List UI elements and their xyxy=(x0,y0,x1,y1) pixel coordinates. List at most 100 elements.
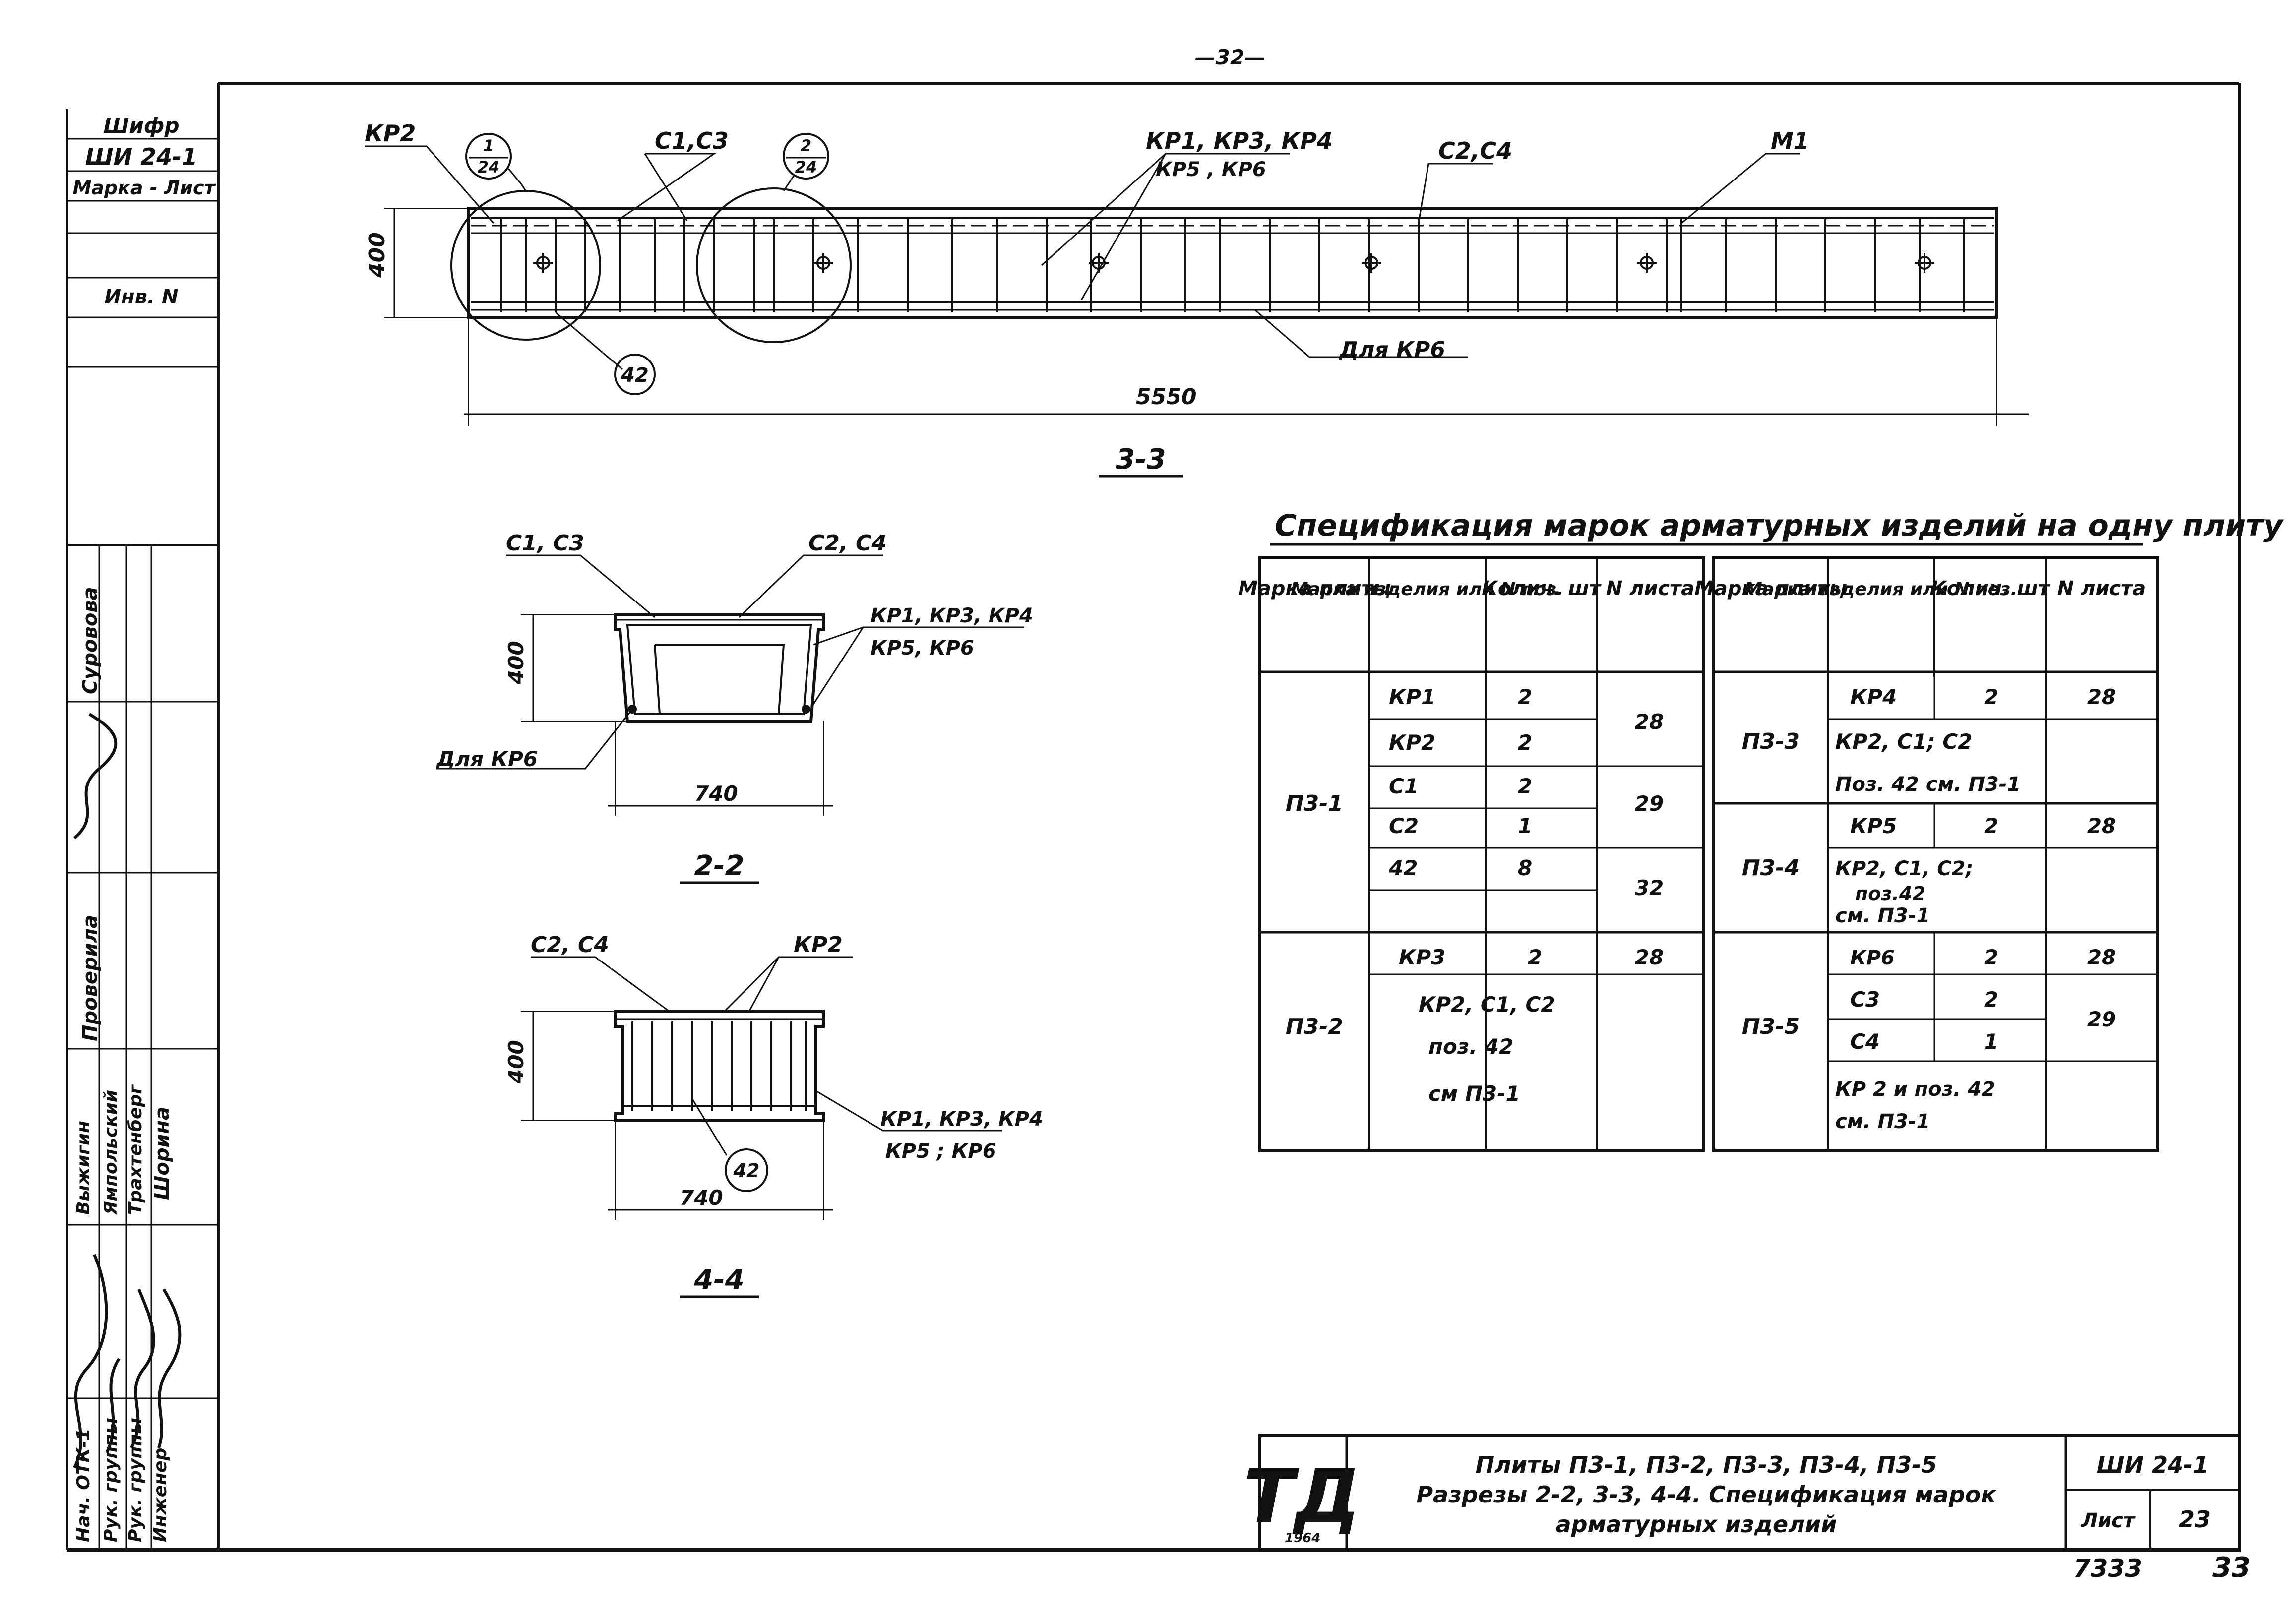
name-4: Шорина xyxy=(151,1107,174,1200)
svg-text:ТД: ТД xyxy=(1243,1454,1361,1540)
spec-p35-qty-2: 2 xyxy=(1984,987,1998,1012)
sheet-frame xyxy=(66,82,2241,1552)
cipher-label: Шифр xyxy=(103,114,179,138)
spec-left-header-sheet: N листа xyxy=(1606,577,1695,600)
s22-height-dim: 400 xyxy=(504,641,528,685)
s44-title: 4-4 xyxy=(693,1264,744,1296)
spec-p31-item-3: С1 xyxy=(1389,774,1419,798)
footer-left-num: 7333 xyxy=(2073,1554,2142,1583)
s44-height-dim: 400 xyxy=(504,1040,528,1084)
spec-p31-qty-4: 1 xyxy=(1518,814,1532,838)
s22-label-kr-group2: КР5, КР6 xyxy=(870,637,974,660)
name-1: Выжигин xyxy=(73,1121,94,1215)
s44-label-kr-group: КР1, КР3, КР4 xyxy=(880,1108,1043,1131)
s44-label-kr2: КР2 xyxy=(794,932,843,958)
spec-right-header-qty: Колич. шт xyxy=(1930,577,2051,600)
svg-text:2: 2 xyxy=(801,136,811,155)
s33-callout-42: 42 xyxy=(614,354,656,395)
spec-right-header-plate: Марка плиты xyxy=(1694,577,1847,600)
role-label-4: Инженер xyxy=(150,1448,171,1542)
s33-label-kr-group: КР1, КР3, КР4 xyxy=(1146,127,1333,154)
spec-title: Спецификация марок арматурных изделий на… xyxy=(1275,508,2284,543)
svg-text:24: 24 xyxy=(478,158,500,177)
s44-label-c2c4: С2, С4 xyxy=(531,932,609,958)
s33-length-dim: 5550 xyxy=(1136,384,1196,410)
spec-p31-sheet-1: 28 xyxy=(1635,710,1664,734)
spec-p35-qty-3: 1 xyxy=(1984,1029,1998,1054)
svg-text:1: 1 xyxy=(483,136,494,155)
spec-p31-item-4: С2 xyxy=(1389,814,1419,838)
spec-p33-qty-1: 2 xyxy=(1984,685,1998,709)
spec-p32-note-2: поз. 42 xyxy=(1428,1034,1513,1059)
title-line-1: Плиты П3-1, П3-2, П3-3, П3-4, П3-5 xyxy=(1476,1451,1937,1478)
title-year: 1964 xyxy=(1285,1531,1320,1546)
footer-right-num: 33 xyxy=(2212,1552,2251,1584)
spec-p34-note-2: поз.42 xyxy=(1855,883,1925,904)
s33-label-kr-group2: КР5 , КР6 xyxy=(1156,158,1266,181)
spec-p33-note-2: Поз. 42 см. П3-1 xyxy=(1835,773,2021,796)
spec-p34-label: П3-4 xyxy=(1742,855,1800,881)
title-sheet-no: 23 xyxy=(2179,1506,2211,1533)
spec-p31-sheet-2: 29 xyxy=(1635,791,1664,816)
spec-left-header-qty: Колич. шт xyxy=(1482,577,1602,600)
signature-marks xyxy=(73,713,182,1469)
spec-p31-item-5: 42 xyxy=(1388,856,1418,880)
spec-p35-note-1: КР 2 и поз. 42 xyxy=(1835,1078,1995,1101)
title-code: ШИ 24-1 xyxy=(2097,1451,2209,1478)
title-line-3: арматурных изделий xyxy=(1556,1511,1837,1538)
spec-p31-qty-5: 8 xyxy=(1518,856,1532,880)
spec-p31-qty-1: 2 xyxy=(1518,685,1532,709)
spec-p35-label: П3-5 xyxy=(1742,1014,1800,1039)
spec-p31-item-2: КР2 xyxy=(1389,730,1435,755)
spec-p31-sheet-3: 32 xyxy=(1635,876,1664,900)
spec-p33-label: П3-3 xyxy=(1742,729,1800,754)
s44-width-dim: 740 xyxy=(680,1186,723,1210)
section-3-3-drawing xyxy=(365,145,2029,426)
spec-p32-item-1: КР3 xyxy=(1399,945,1445,969)
spec-right-header-sheet: N листа xyxy=(2057,577,2146,600)
spec-p35-sheet-23: 29 xyxy=(2087,1007,2116,1031)
s22-label-kr-group: КР1, КР3, КР4 xyxy=(870,604,1033,627)
s33-callout-2-24: 2 24 xyxy=(783,133,829,191)
s33-label-c1c3: С1,С3 xyxy=(655,127,729,154)
s33-label-kr2: КР2 xyxy=(365,120,416,147)
title-sheet-label: Лист xyxy=(2081,1509,2136,1532)
role-label-1: Нач. ОТК-1 xyxy=(73,1428,94,1542)
spec-p32-qty-1: 2 xyxy=(1528,945,1542,969)
spec-p34-note-1: КР2, С1, С2; xyxy=(1835,857,1973,880)
spec-p33-item-1: КР4 xyxy=(1850,685,1897,709)
s33-callout-1-24: 1 24 xyxy=(465,133,527,191)
spec-p31-qty-2: 2 xyxy=(1518,730,1532,755)
title-block xyxy=(1258,1434,2241,1551)
spec-p34-qty-1: 2 xyxy=(1984,814,1998,838)
mark-sheet-label: Марка - Лист xyxy=(72,177,216,199)
checked-label: Проверила xyxy=(79,915,102,1041)
spec-p32-sheet-1: 28 xyxy=(1635,945,1664,969)
s22-label-c2c4: С2, С4 xyxy=(808,531,887,556)
page-mark: —32— xyxy=(1195,45,1265,69)
spec-p35-item-2: С3 xyxy=(1850,987,1880,1012)
td-logo: ТД xyxy=(1243,1454,1361,1540)
title-line-2: Разрезы 2-2, 3-3, 4-4. Спецификация маро… xyxy=(1416,1481,1997,1508)
spec-table-grid xyxy=(1258,556,2159,1152)
spec-p31-qty-3: 2 xyxy=(1518,774,1532,798)
spec-left-header-plate: Марка плиты xyxy=(1238,577,1391,600)
s22-label-c1c3: С1, С3 xyxy=(506,531,584,556)
spec-right-header-item: Марка изделия или N поз. xyxy=(1744,579,2017,600)
checked-name: Суровова xyxy=(79,587,102,694)
section-4-4-drawing xyxy=(521,956,1002,1220)
spec-p35-note-2: см. П3-1 xyxy=(1835,1110,1930,1133)
spec-p32-note-3: см П3-1 xyxy=(1428,1081,1520,1106)
s33-title: 3-3 xyxy=(1116,443,1166,476)
spec-left-header-item: Марка изделия или N поз. xyxy=(1291,579,1563,600)
cipher-value: ШИ 24-1 xyxy=(85,143,197,170)
spec-p35-sheet-1: 28 xyxy=(2087,945,2116,969)
s22-width-dim: 740 xyxy=(694,781,738,806)
inv-label: Инв. N xyxy=(104,286,178,308)
name-2: Ямпольский xyxy=(101,1090,121,1215)
svg-text:24: 24 xyxy=(795,158,817,177)
s33-label-for-kr6: Для КР6 xyxy=(1338,337,1445,362)
spec-p32-note-1: КР2, С1, С2 xyxy=(1419,992,1555,1017)
spec-p33-sheet-1: 28 xyxy=(2087,685,2116,709)
